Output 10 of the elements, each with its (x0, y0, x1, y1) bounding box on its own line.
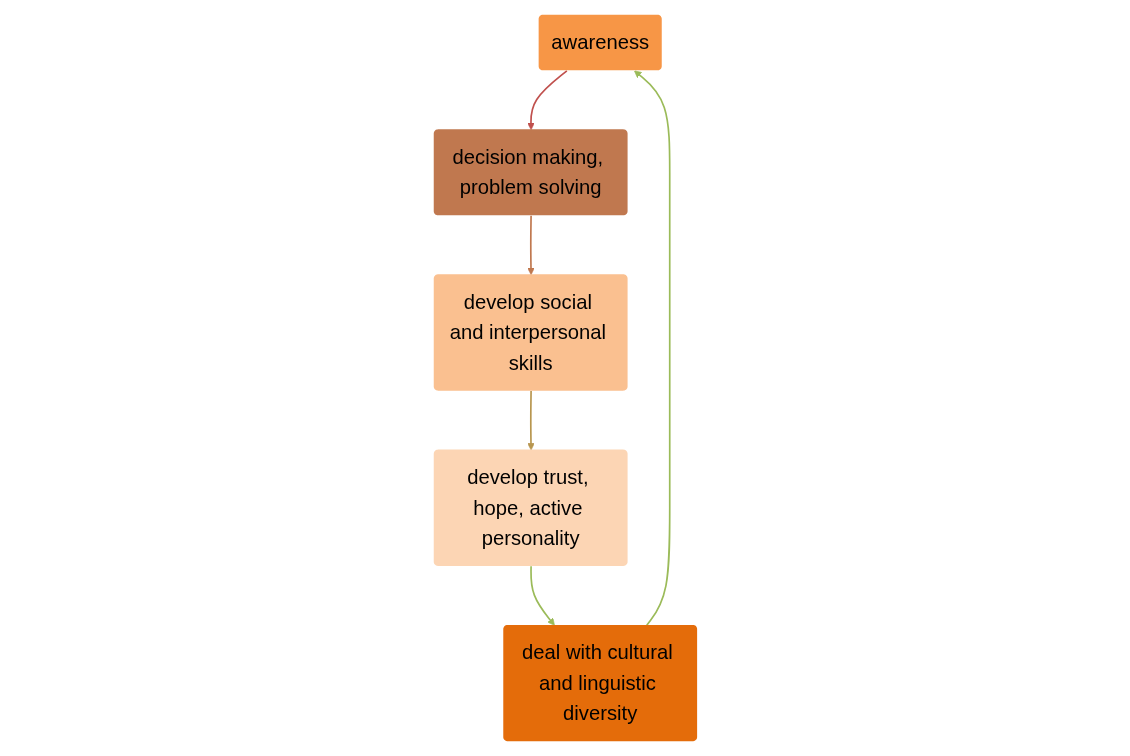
node-box: awareness (538, 14, 662, 71)
arrow (529, 565, 555, 626)
arrow (526, 69, 568, 131)
arrow (526, 214, 535, 276)
node-box: develop trust, hope, active personality (433, 449, 628, 566)
node-box: develop social and interpersonal skills (433, 274, 628, 391)
arrow (633, 70, 671, 627)
node-box: decision making, problem solving (433, 129, 628, 216)
arrow (526, 390, 535, 451)
node-box: deal with cultural and linguistic diversity (502, 624, 697, 742)
